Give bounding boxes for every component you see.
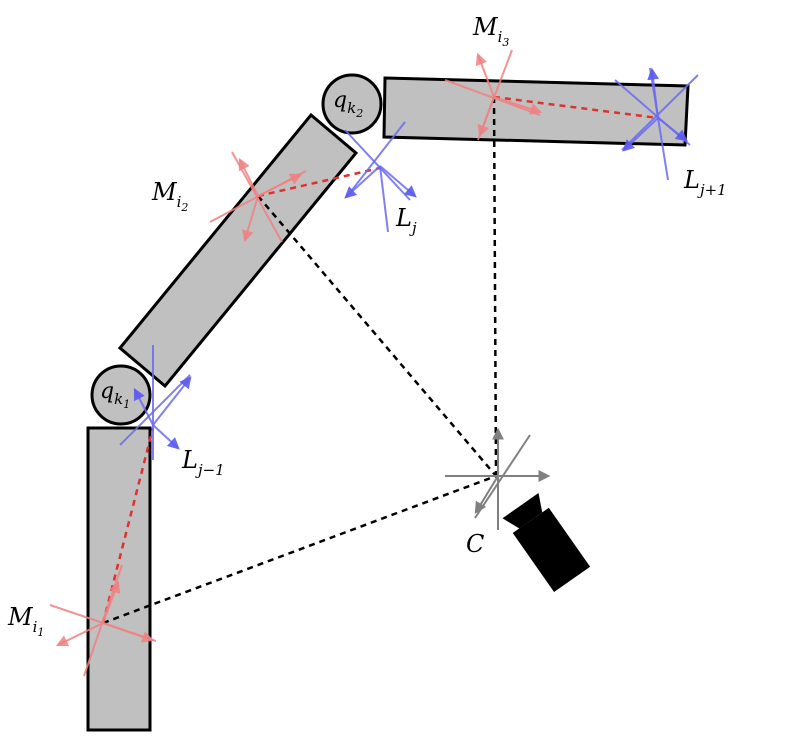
label-q-k1: qk1 xyxy=(100,379,130,411)
joint-circle xyxy=(321,73,383,135)
frame-axis xyxy=(379,165,389,233)
label-camera-c: C xyxy=(466,530,484,558)
frame-arrow xyxy=(238,157,259,197)
frame-arrow xyxy=(344,165,381,199)
frame-arrow xyxy=(102,580,121,624)
label-q-k2: qk2 xyxy=(333,88,363,120)
frame-arrow xyxy=(152,376,192,426)
camera-rays xyxy=(102,96,498,625)
joint-q-k1 xyxy=(90,364,152,426)
frame-arrow xyxy=(55,622,104,647)
label-l-j-plus-1: Lj+1 xyxy=(683,166,727,199)
frame-axis xyxy=(649,67,669,181)
label-m-i3: Mi3 xyxy=(472,13,509,49)
camera-frame-c xyxy=(445,427,551,530)
frame-arrow xyxy=(477,96,495,138)
ray-m-i2 xyxy=(257,195,497,477)
frame-arrow xyxy=(474,475,499,515)
frame-arrow xyxy=(475,52,495,98)
frame-arrow xyxy=(102,622,155,643)
ray-m-i3 xyxy=(492,96,498,477)
dash-m-i2 xyxy=(257,166,381,198)
label-m-i1: Mi1 xyxy=(7,603,44,639)
label-l-j-minus-1: Lj−1 xyxy=(181,446,225,479)
frame-axis xyxy=(344,129,411,201)
line-frame-l-j-plus-1 xyxy=(614,67,699,181)
frame-arrow xyxy=(133,387,154,426)
frame-arrow xyxy=(493,96,543,115)
line-frame-l-j xyxy=(344,121,417,233)
frame-arrow xyxy=(622,117,659,152)
frame-axis xyxy=(444,79,541,116)
video-camera-icon xyxy=(502,493,591,593)
frame-arrow xyxy=(379,165,417,198)
marker-frame-m-i3 xyxy=(444,49,543,141)
frame-arrow xyxy=(657,117,688,142)
frame-axis xyxy=(351,121,406,191)
label-l-j: Lj xyxy=(395,204,417,237)
marker-frame-m-i2 xyxy=(209,151,307,243)
dash-m-i3 xyxy=(493,95,659,120)
frame-arrow xyxy=(241,195,259,243)
ray-m-i1 xyxy=(102,474,497,625)
link-2 xyxy=(117,112,359,389)
joint-circle xyxy=(90,364,152,426)
frame-axis xyxy=(119,374,191,446)
joint-q-k2 xyxy=(321,73,383,135)
marker-frame-m-i1 xyxy=(49,564,157,677)
frame-axis xyxy=(621,74,699,151)
label-m-i2: Mi2 xyxy=(151,178,188,214)
frame-arrow xyxy=(257,173,303,197)
frame-arrow xyxy=(647,67,660,119)
line-frame-l-j-minus-1 xyxy=(119,345,192,460)
frame-arrow xyxy=(152,424,180,450)
